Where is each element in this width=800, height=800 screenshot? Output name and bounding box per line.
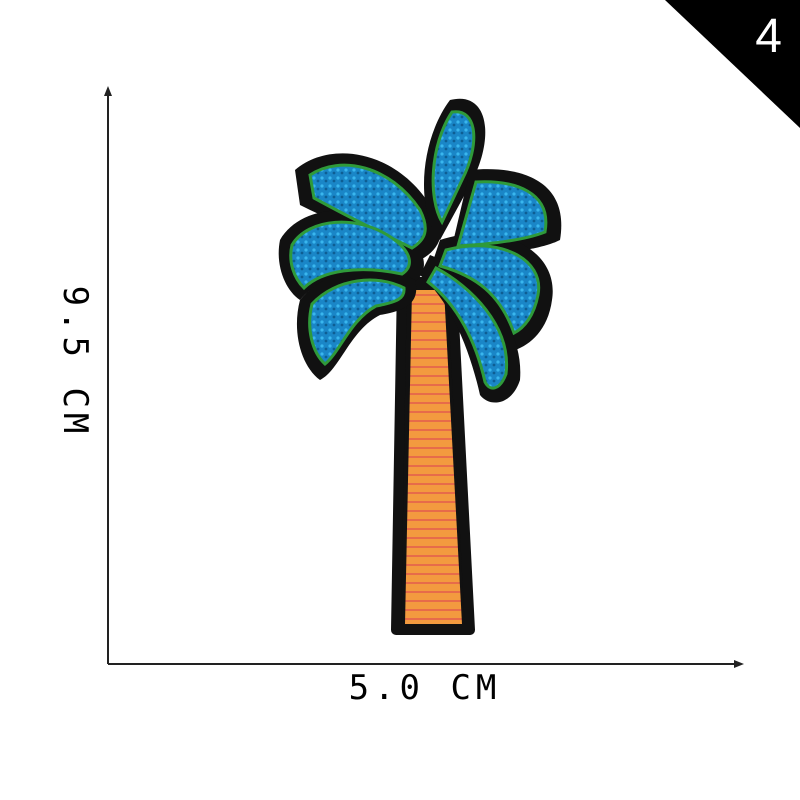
width-axis bbox=[108, 660, 744, 668]
corner-badge: 4 bbox=[665, 0, 800, 128]
width-dimension-label: 5.0 CM bbox=[348, 668, 502, 708]
height-dimension-label: 9.5 CM bbox=[55, 285, 95, 439]
badge-number: 4 bbox=[755, 10, 782, 63]
height-axis bbox=[104, 86, 112, 664]
corner-badge-shape bbox=[665, 0, 800, 128]
palm-tree-patch bbox=[278, 98, 562, 635]
